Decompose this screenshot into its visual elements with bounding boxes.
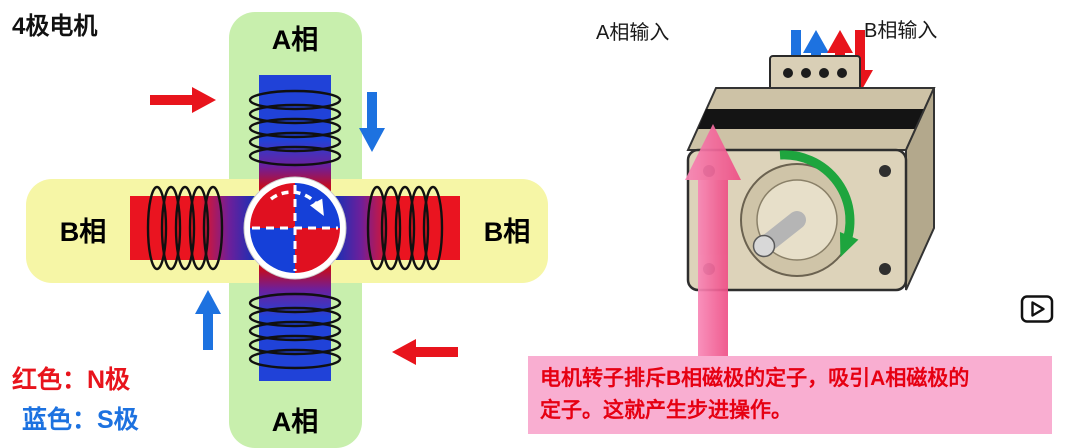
coil-phase-b-right [366,185,444,271]
red-arrow-left-icon [392,339,458,365]
caption-line-2: 定子。这就产生步进操作。 [540,399,792,422]
phase-a-bottom-label: A相 [271,407,319,437]
next-button[interactable] [1020,294,1054,324]
connector-pin [819,68,829,78]
attraction-arrow-pink [685,124,741,376]
caption-line-1: 电机转子排斥B相磁极的定子，吸引A相磁极的 [540,367,970,390]
motor-shaft-end [752,234,776,258]
phase-b-right-label: B相 [483,217,531,247]
connector-pin [783,68,793,78]
page-title: 4极电机 [12,13,98,40]
red-arrow-right-icon [150,87,216,113]
phase-b-left-label: B相 [59,217,107,247]
coil-phase-b-left [146,185,224,271]
phase-a-top-label: A相 [271,25,319,55]
coil-phase-a-top [248,89,342,167]
rotation-arrow-green [779,150,859,258]
coil-phase-a-bottom [248,292,342,370]
legend-n-pole: 红色：N极 [12,366,131,394]
motor-top-band [698,109,924,129]
current-direction-arrows [150,87,458,365]
motor-illustration [685,30,936,376]
phase-b-input-label: B相输入 [864,20,938,42]
stepper-motor [686,55,936,292]
rotation-direction-arrow [269,190,324,216]
connector-pin [837,68,847,78]
screw-hole [879,263,891,275]
phase-a-input-label: A相输入 [596,22,670,44]
connector-pin [801,68,811,78]
rotor [243,176,347,280]
rotor-wedge-se [295,228,340,273]
stator-rotor-diagram [26,12,548,448]
blue-arrow-down-icon [359,92,385,152]
screw-hole [879,165,891,177]
legend-s-pole: 蓝色：S极 [22,406,139,434]
caption-box: 电机转子排斥B相磁极的定子，吸引A相磁极的 定子。这就产生步进操作。 [528,356,1052,434]
rotor-wedge-sw [250,228,295,273]
blue-arrow-up-icon [195,290,221,350]
play-icon [1020,295,1054,323]
